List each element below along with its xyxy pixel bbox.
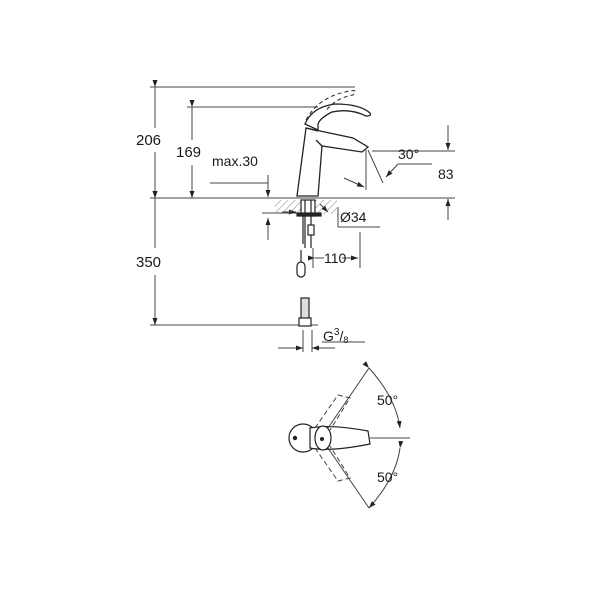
dim-outlet-height: 83 (438, 166, 454, 182)
dim-spout-height: 169 (176, 144, 202, 161)
dim-hose-length: 350 (136, 254, 162, 271)
dim-thread-size: G3/8 (323, 327, 349, 345)
lever-plan-view (288, 423, 371, 453)
dim-hole-diameter: Ø34 (340, 209, 367, 225)
dim-lever-angle-down: 50° (377, 469, 399, 485)
dim-spout-angle: 30° (398, 146, 420, 162)
dim-spout-reach: 110 (324, 250, 347, 266)
dim-max-deck-thickness: max.30 (212, 153, 258, 169)
hose-end (296, 250, 312, 327)
mounting-shank (296, 199, 322, 248)
dim-lever-angle-up: 50° (377, 392, 399, 408)
faucet-side-view (296, 103, 372, 197)
dim-overall-height: 206 (136, 132, 162, 149)
